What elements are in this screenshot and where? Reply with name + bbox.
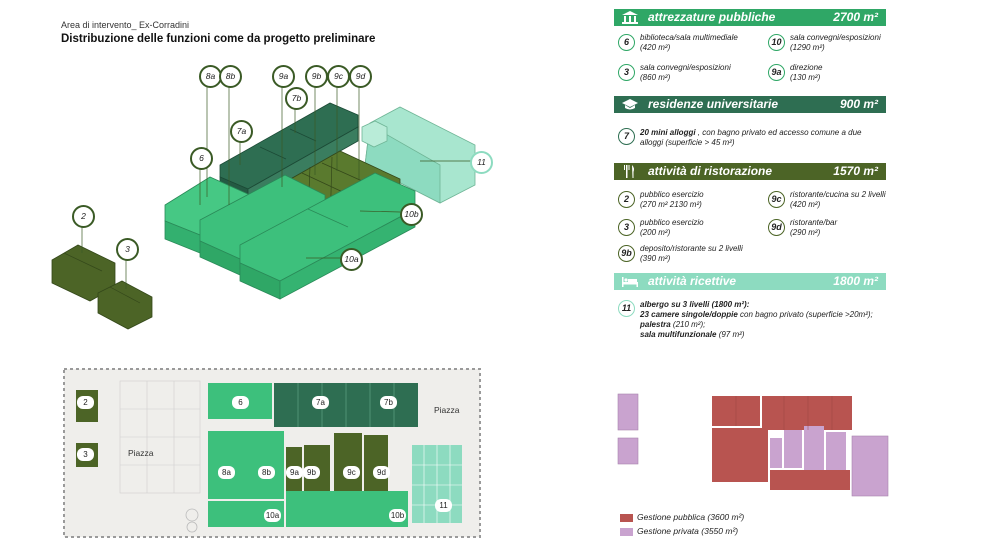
legend-label-privata: Gestione privata (3550 m²) — [637, 526, 739, 536]
section-title: attività ricettive — [648, 274, 737, 288]
section-ricettive: attività ricettive 1800 m² — [614, 273, 886, 290]
item-number: 7 — [618, 128, 635, 145]
item-text: direzione(130 m²) — [790, 63, 823, 82]
plan-label-7a: 7a — [312, 396, 329, 409]
section-value: 1800 m² — [833, 274, 878, 288]
item-number: 9c — [768, 191, 785, 208]
axo-label-10b: 10b — [400, 203, 423, 226]
item-text: ristorante/bar(290 m²) — [790, 218, 838, 237]
utensils-icon — [624, 165, 634, 178]
plan-label-6: 6 — [232, 396, 249, 409]
management-plan — [617, 393, 889, 497]
graduation-cap-icon — [622, 99, 638, 110]
axo-label-10a: 10a — [340, 248, 363, 271]
area-subtitle: Area di intervento_ Ex-Corradini — [61, 20, 190, 30]
plan-label-9c: 9c — [343, 466, 360, 479]
section-title: attrezzature pubbliche — [648, 10, 776, 24]
item-number: 9a — [768, 64, 785, 81]
item-number: 6 — [618, 34, 635, 51]
axo-label-8b: 8b — [219, 65, 242, 88]
residenze-text: 20 mini alloggi , con bagno privato ed a… — [640, 128, 862, 147]
section-residenze: residenze universitarie 900 m² — [614, 96, 886, 113]
legend-swatch-privata — [620, 528, 633, 536]
plan-label-8a: 8a — [218, 466, 235, 479]
item-text: pubblico esercizio(270 m² 2130 m²) — [640, 190, 704, 209]
ricettive-text: albergo su 3 livelli (1800 m²): 23 camer… — [640, 300, 873, 339]
plan-label-9b: 9b — [303, 466, 320, 479]
item-text: pubblico esercizio(200 m²) — [640, 218, 704, 237]
item-text: deposito/ristorante su 2 livelli(390 m²) — [640, 244, 743, 263]
axo-label-9c: 9c — [327, 65, 350, 88]
legend-swatch-pubblica — [620, 514, 633, 522]
item-number: 3 — [618, 64, 635, 81]
item-number: 10 — [768, 34, 785, 51]
plan-piazza-left: Piazza — [128, 448, 154, 458]
axo-label-3: 3 — [116, 238, 139, 261]
item-text: sala convegni/esposizioni(1290 m²) — [790, 33, 881, 52]
item-number: 11 — [618, 300, 635, 317]
item-text: biblioteca/sala multimediale(420 m²) — [640, 33, 738, 52]
section-attrezzature: attrezzature pubbliche 2700 m² — [614, 9, 886, 26]
legend-label-pubblica: Gestione pubblica (3600 m²) — [637, 512, 745, 522]
axo-label-6: 6 — [190, 147, 213, 170]
leader-lines — [81, 83, 472, 289]
section-value: 1570 m² — [833, 164, 878, 178]
section-ristorazione: attività di ristorazione 1570 m² — [614, 163, 886, 180]
section-title: attività di ristorazione — [648, 164, 773, 178]
axonometric-diagram — [51, 83, 476, 330]
item-number: 2 — [618, 191, 635, 208]
item-text: sala convegni/esposizioni(860 m²) — [640, 63, 731, 82]
item-number: 3 — [618, 219, 635, 236]
section-title: residenze universitarie — [648, 97, 779, 111]
plan-label-11: 11 — [435, 499, 452, 512]
plan-label-3: 3 — [77, 448, 94, 461]
building-11-axo — [361, 106, 476, 204]
item-number: 9b — [618, 245, 635, 262]
axo-label-9a: 9a — [272, 65, 295, 88]
axo-label-11: 11 — [470, 151, 493, 174]
item-text: ristorante/cucina su 2 livelli(420 m²) — [790, 190, 886, 209]
item-number: 9d — [768, 219, 785, 236]
plan-label-7b: 7b — [380, 396, 397, 409]
plan-piazza-right: Piazza — [434, 405, 460, 415]
bed-icon — [622, 277, 638, 287]
plan-label-2: 2 — [77, 396, 94, 409]
axo-label-2: 2 — [72, 205, 95, 228]
section-value: 900 m² — [839, 97, 878, 111]
axo-label-9b: 9b — [305, 65, 328, 88]
axo-label-9d: 9d — [349, 65, 372, 88]
plan-label-10a: 10a — [264, 509, 281, 522]
institution-icon — [622, 11, 638, 24]
plan-label-8b: 8b — [258, 466, 275, 479]
plan-label-9d: 9d — [373, 466, 390, 479]
axo-label-7b: 7b — [285, 87, 308, 110]
page-title: Distribuzione delle funzioni come da pro… — [61, 33, 376, 45]
axo-label-7a: 7a — [230, 120, 253, 143]
section-value: 2700 m² — [833, 10, 878, 24]
building-3-axo — [97, 280, 153, 330]
plan-label-9a: 9a — [286, 466, 303, 479]
plan-label-10b: 10b — [389, 509, 406, 522]
